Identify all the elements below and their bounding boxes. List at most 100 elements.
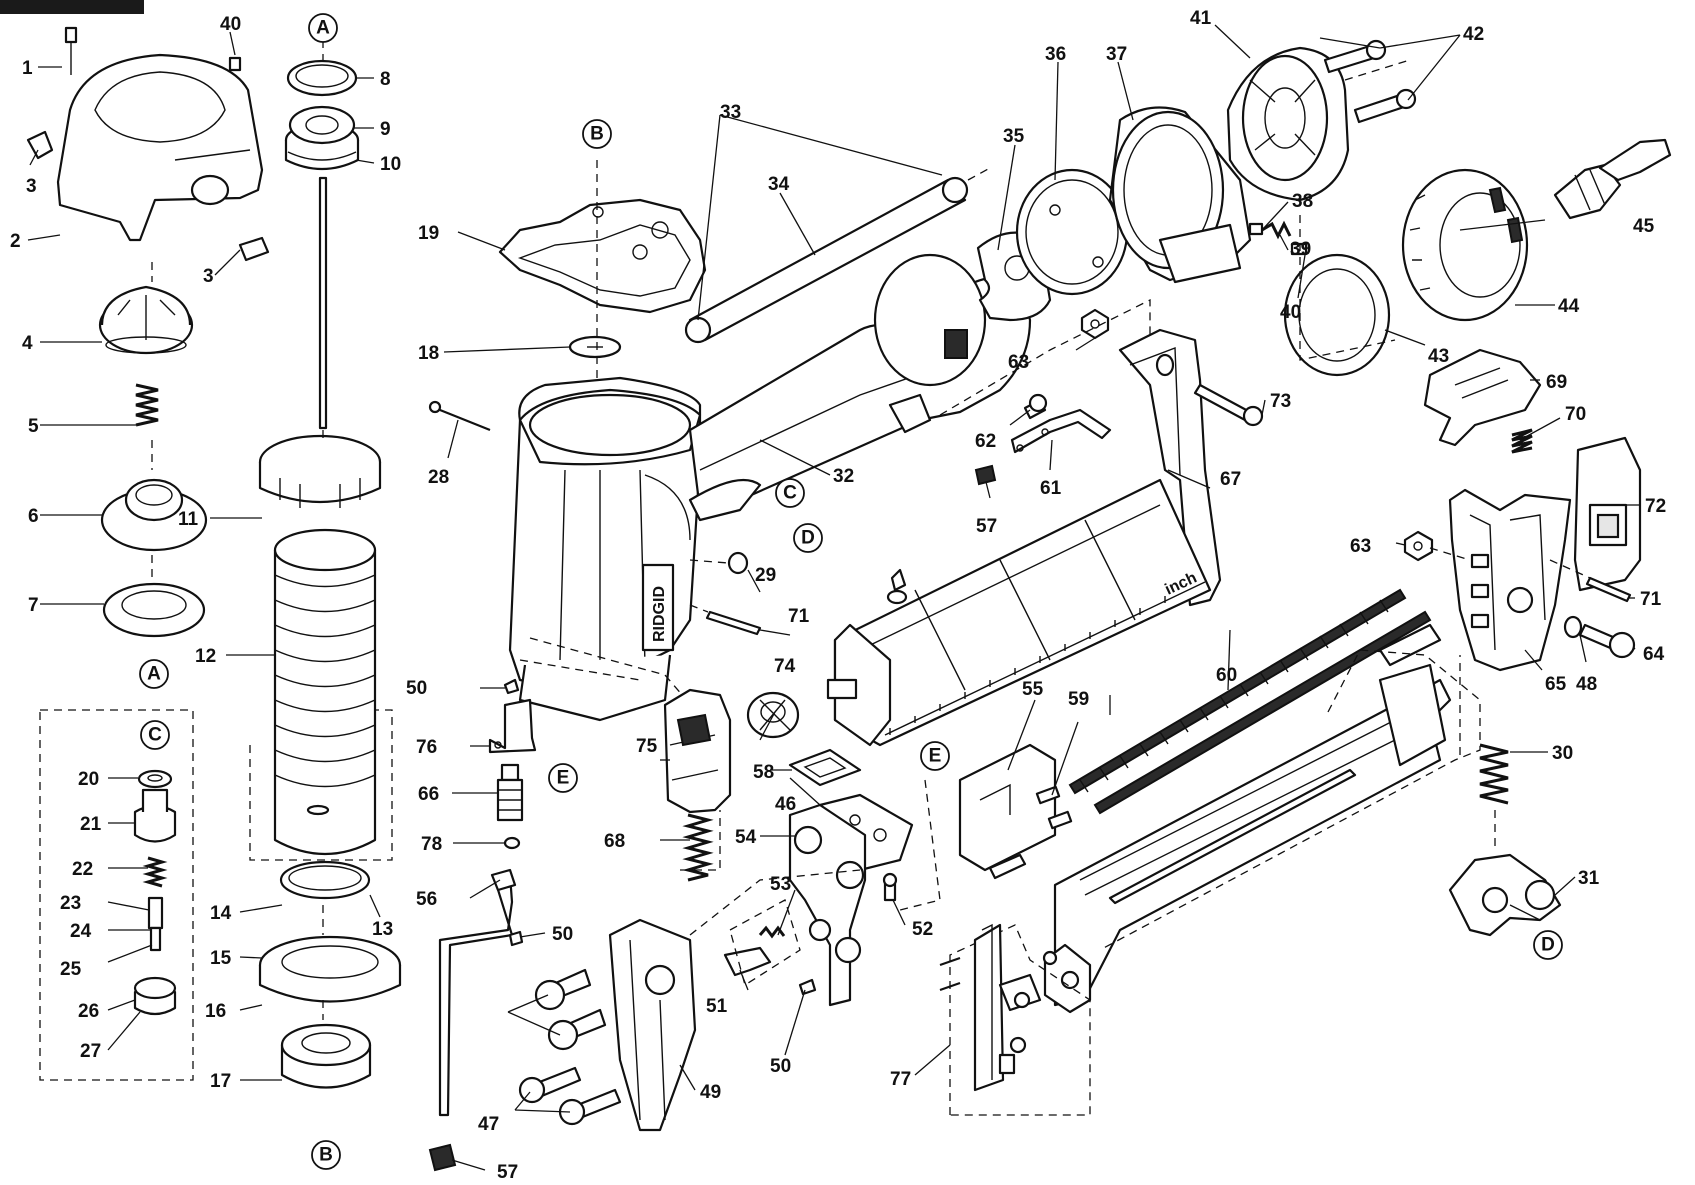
callout-65: 65 [1545, 674, 1567, 695]
valve-subassembly-box [39, 709, 194, 1081]
callout-72: 72 [1645, 496, 1666, 517]
callout-46: 46 [775, 794, 796, 815]
callout-11: 11 [178, 509, 199, 530]
callout-69: 69 [1546, 372, 1567, 393]
ref-c-right: C [783, 483, 797, 504]
callout-52: 52 [912, 919, 933, 940]
callout-36: 36 [1045, 44, 1066, 65]
callout-21: 21 [80, 814, 102, 835]
callout-6: 6 [28, 506, 39, 527]
part-callouts: 1 2 3 3 4 5 6 7 8 9 10 11 12 13 14 15 16… [10, 8, 1666, 1183]
callout-25: 25 [60, 959, 82, 980]
callout-40b: 40 [1280, 302, 1301, 323]
callout-59: 59 [1068, 689, 1089, 710]
callout-70: 70 [1565, 404, 1586, 425]
callout-15: 15 [210, 948, 232, 969]
leader-lines [27, 24, 1640, 1171]
callout-71b: 71 [1640, 589, 1662, 610]
callout-49: 49 [700, 1082, 721, 1103]
callout-43: 43 [1428, 346, 1449, 367]
callout-58: 58 [753, 762, 774, 783]
callout-37: 37 [1106, 44, 1127, 65]
callout-24: 24 [70, 921, 92, 942]
callout-77: 77 [890, 1069, 911, 1090]
guide-rail [1042, 623, 1481, 1014]
callout-78: 78 [421, 834, 442, 855]
ref-a-top: A [316, 18, 330, 39]
callout-48: 48 [1576, 674, 1597, 695]
callout-57: 57 [976, 516, 997, 537]
callout-51: 51 [706, 996, 728, 1017]
callout-62: 62 [975, 431, 996, 452]
callout-41: 41 [1190, 8, 1212, 29]
callout-42: 42 [1463, 24, 1484, 45]
callout-39: 39 [1290, 239, 1311, 260]
callout-55: 55 [1022, 679, 1044, 700]
callout-47: 47 [478, 1114, 499, 1135]
callout-38: 38 [1292, 191, 1313, 212]
callout-75: 75 [636, 736, 658, 757]
callout-54: 54 [735, 827, 757, 848]
callout-40: 40 [220, 14, 241, 35]
callout-3b: 3 [203, 266, 214, 287]
callout-66: 66 [418, 784, 439, 805]
callout-53: 53 [770, 874, 791, 895]
callout-18: 18 [418, 343, 439, 364]
rod-tube [684, 167, 991, 344]
cap-assembly [26, 26, 270, 638]
callout-73: 73 [1270, 391, 1291, 412]
callout-71: 71 [788, 606, 810, 627]
housing-assembly: RIDGID [428, 160, 1032, 722]
callout-17: 17 [210, 1071, 231, 1092]
callout-67: 67 [1220, 469, 1241, 490]
callout-13: 13 [372, 919, 393, 940]
callout-31: 31 [1578, 868, 1600, 889]
pusher-assembly [958, 588, 1432, 880]
ref-b-bottom: B [319, 1145, 333, 1166]
callout-57b: 57 [497, 1162, 518, 1183]
small-parts [689, 551, 762, 636]
magazine-assembly: inch [826, 298, 1264, 747]
ref-a-bottom: A [147, 664, 161, 685]
callout-14: 14 [210, 903, 232, 924]
callout-76: 76 [416, 737, 437, 758]
callout-63: 63 [1008, 352, 1029, 373]
callout-28: 28 [428, 467, 449, 488]
callout-34: 34 [768, 174, 790, 195]
callout-63b: 63 [1350, 536, 1371, 557]
corner-tab [0, 0, 144, 14]
callout-27: 27 [80, 1041, 101, 1062]
trigger-linkage [428, 637, 696, 1172]
driver-guide [518, 779, 941, 1132]
callout-50c: 50 [770, 1056, 791, 1077]
callout-12: 12 [195, 646, 216, 667]
callout-9: 9 [380, 119, 391, 140]
callout-5: 5 [28, 416, 39, 437]
driver-channel-assembly [939, 923, 1091, 1116]
ref-d-right: D [1541, 935, 1555, 956]
callout-44: 44 [1558, 296, 1580, 317]
callout-74: 74 [774, 656, 796, 677]
callout-30: 30 [1552, 743, 1573, 764]
ref-e-right: E [929, 746, 942, 767]
rear-cap-assembly [976, 39, 1672, 377]
reference-markers: A A B B C C D D E E [139, 13, 1563, 1170]
ref-c-left: C [148, 725, 162, 746]
ref-b-top: B [590, 124, 604, 145]
ref-d-left: D [801, 528, 815, 549]
callout-50b: 50 [552, 924, 573, 945]
callout-23: 23 [60, 893, 81, 914]
callout-22: 22 [72, 859, 93, 880]
callout-1: 1 [22, 58, 33, 79]
cylinder-assembly [249, 40, 402, 1089]
callout-8: 8 [380, 69, 391, 90]
ref-e-left: E [557, 768, 570, 789]
callout-45: 45 [1633, 216, 1655, 237]
callout-68: 68 [604, 831, 625, 852]
brand-label: RIDGID [651, 586, 668, 642]
callout-29: 29 [755, 565, 776, 586]
callout-32: 32 [833, 466, 854, 487]
callout-35: 35 [1003, 126, 1025, 147]
callout-16: 16 [205, 1001, 226, 1022]
callout-26: 26 [78, 1001, 99, 1022]
